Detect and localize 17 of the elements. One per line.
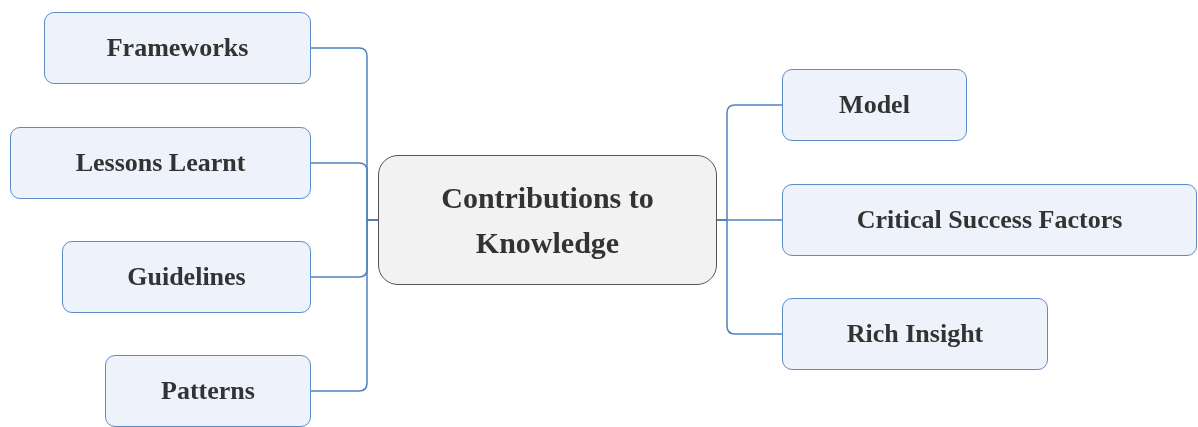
topic-text: Critical Success Factors bbox=[856, 205, 1123, 235]
connector-line bbox=[716, 219, 783, 335]
topic-text: Frameworks bbox=[106, 33, 249, 63]
topic-text: Patterns bbox=[161, 376, 255, 406]
topic-box bbox=[782, 184, 1197, 256]
topic-text: Contributions to Knowledge bbox=[440, 180, 655, 261]
topic-box bbox=[10, 127, 311, 199]
topic-text: Model bbox=[839, 90, 910, 120]
topic-box bbox=[44, 12, 311, 84]
topic-text: Rich Insight bbox=[846, 319, 984, 349]
topic-box bbox=[782, 298, 1048, 370]
topic-box bbox=[105, 355, 311, 427]
topic-box bbox=[782, 69, 967, 141]
topic-text: Guidelines bbox=[127, 262, 246, 292]
topic-text: Lessons Learnt bbox=[75, 148, 246, 178]
topic-box bbox=[62, 241, 311, 313]
central-topic-box bbox=[378, 155, 717, 285]
